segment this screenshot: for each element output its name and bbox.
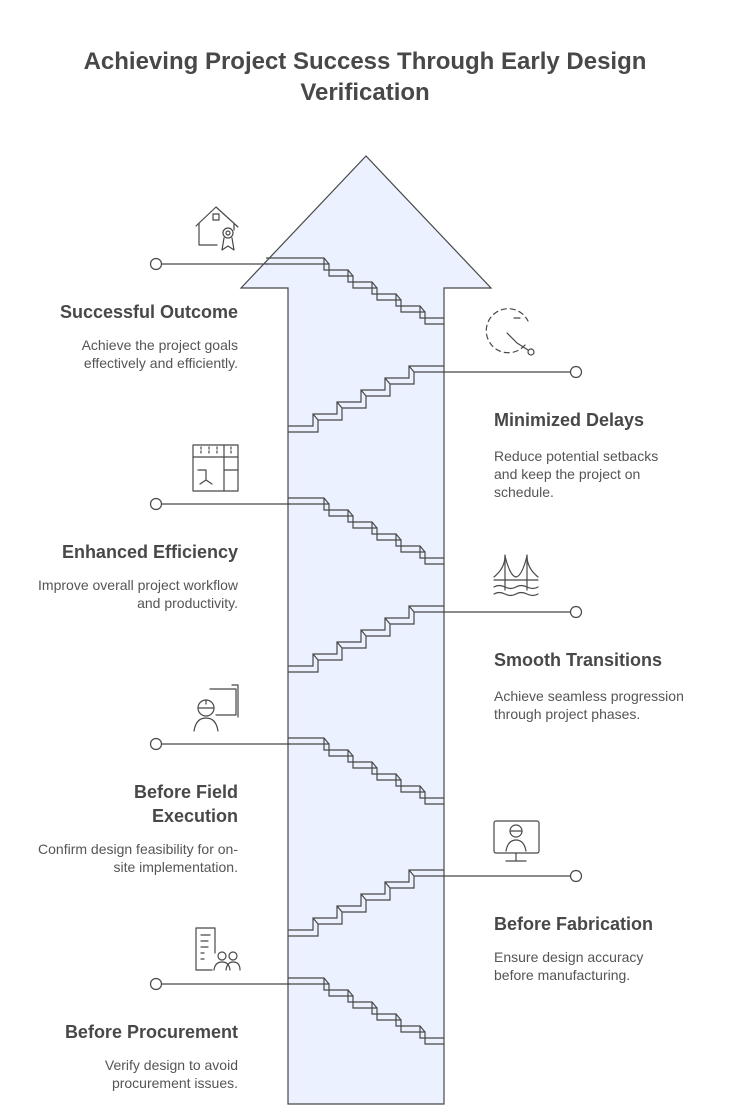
staircase-1 <box>266 257 444 325</box>
step-desc-before-field-execution: Confirm design feasibility for on-site i… <box>38 841 238 875</box>
step-title-smooth-transitions: Smooth Transitions <box>494 650 663 670</box>
clock-dashed-icon <box>485 308 535 356</box>
connector-dot-2 <box>569 365 583 379</box>
staircase-6 <box>288 869 444 937</box>
staircase-7 <box>288 977 444 1045</box>
connector-dot-3 <box>149 497 163 511</box>
bridge-icon <box>493 554 539 597</box>
engineer-monitor-icon <box>493 820 540 862</box>
staircase-4 <box>288 605 444 673</box>
engineer-blueprint-icon <box>193 684 239 732</box>
connector-dot-1 <box>149 257 163 271</box>
step-desc-before-procurement: Verify design to avoid procurement issue… <box>104 1057 238 1091</box>
step-desc-before-fabrication: Ensure design accuracy before manufactur… <box>494 949 644 983</box>
step-title-enhanced-efficiency: Enhanced Efficiency <box>61 542 238 562</box>
step-desc-smooth-transitions: Achieve seamless progression through pro… <box>494 688 684 722</box>
connector-dot-7 <box>149 977 163 991</box>
step-title-minimized-delays: Minimized Delays <box>494 410 645 430</box>
step-title-successful-outcome: Successful Outcome <box>59 302 238 322</box>
step-desc-successful-outcome: Achieve the project goals effectively an… <box>81 337 238 371</box>
step-title-before-field-execution: Before Field Execution <box>133 782 238 826</box>
staircase-3 <box>288 497 444 565</box>
page-title: Achieving Project Success Through Early … <box>83 48 647 106</box>
step-desc-enhanced-efficiency: Improve overall project workflow and pro… <box>38 577 238 611</box>
step-desc-minimized-delays: Reduce potential setbacks and keep the p… <box>494 448 659 500</box>
staircase-2 <box>288 365 444 433</box>
step-title-before-procurement: Before Procurement <box>64 1022 238 1042</box>
connector-dot-4 <box>569 605 583 619</box>
connector-dot-5 <box>149 737 163 751</box>
connector-dot-6 <box>569 869 583 883</box>
house-certificate-icon <box>195 206 239 251</box>
staircase-5 <box>288 737 444 805</box>
step-title-before-fabrication: Before Fabrication <box>494 914 654 934</box>
document-team-icon <box>195 927 241 971</box>
floor-plan-icon <box>192 444 239 492</box>
